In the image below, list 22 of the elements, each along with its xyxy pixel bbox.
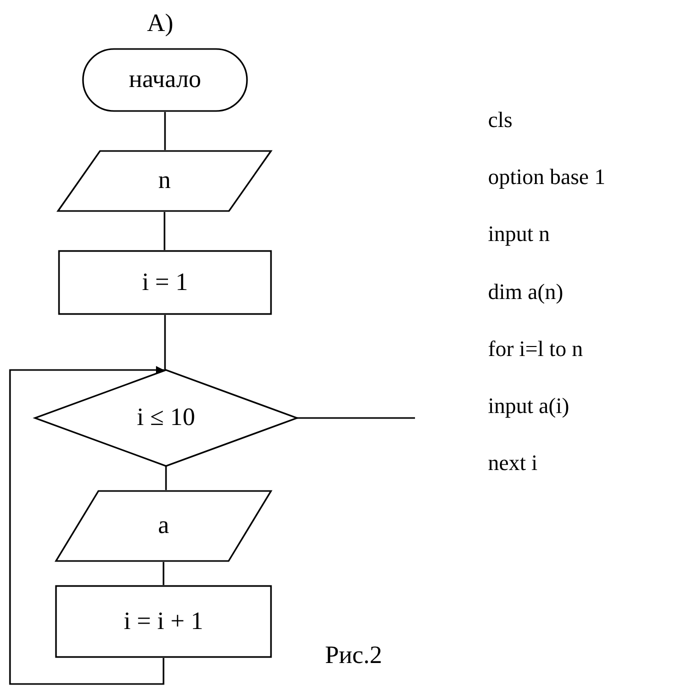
connector-line: [165, 466, 167, 490]
code-line: input n: [488, 221, 550, 248]
code-line: dim a(n): [488, 278, 564, 305]
arrow: [9, 366, 164, 685]
code-line: for i=l to n: [488, 336, 583, 362]
heading: А): [147, 10, 174, 38]
node-text: начало: [128, 66, 202, 94]
code-line: option base 1: [488, 164, 606, 190]
code-line: input a(i): [488, 393, 570, 419]
connector-line: [164, 315, 166, 370]
node-text: i = 1: [142, 268, 188, 296]
node-text: a: [158, 512, 170, 540]
node-text: i = i + 1: [124, 608, 204, 636]
connector-line: [164, 112, 166, 150]
connector-line: [162, 562, 164, 585]
connector-line: [164, 212, 166, 250]
figure-caption: Рис.2: [325, 642, 382, 670]
node-text: i ≤ 10: [136, 404, 196, 432]
code-line: next i: [488, 450, 538, 476]
node-text: n: [158, 167, 171, 195]
code-line: cls: [488, 107, 512, 133]
connector-line: [297, 417, 415, 419]
